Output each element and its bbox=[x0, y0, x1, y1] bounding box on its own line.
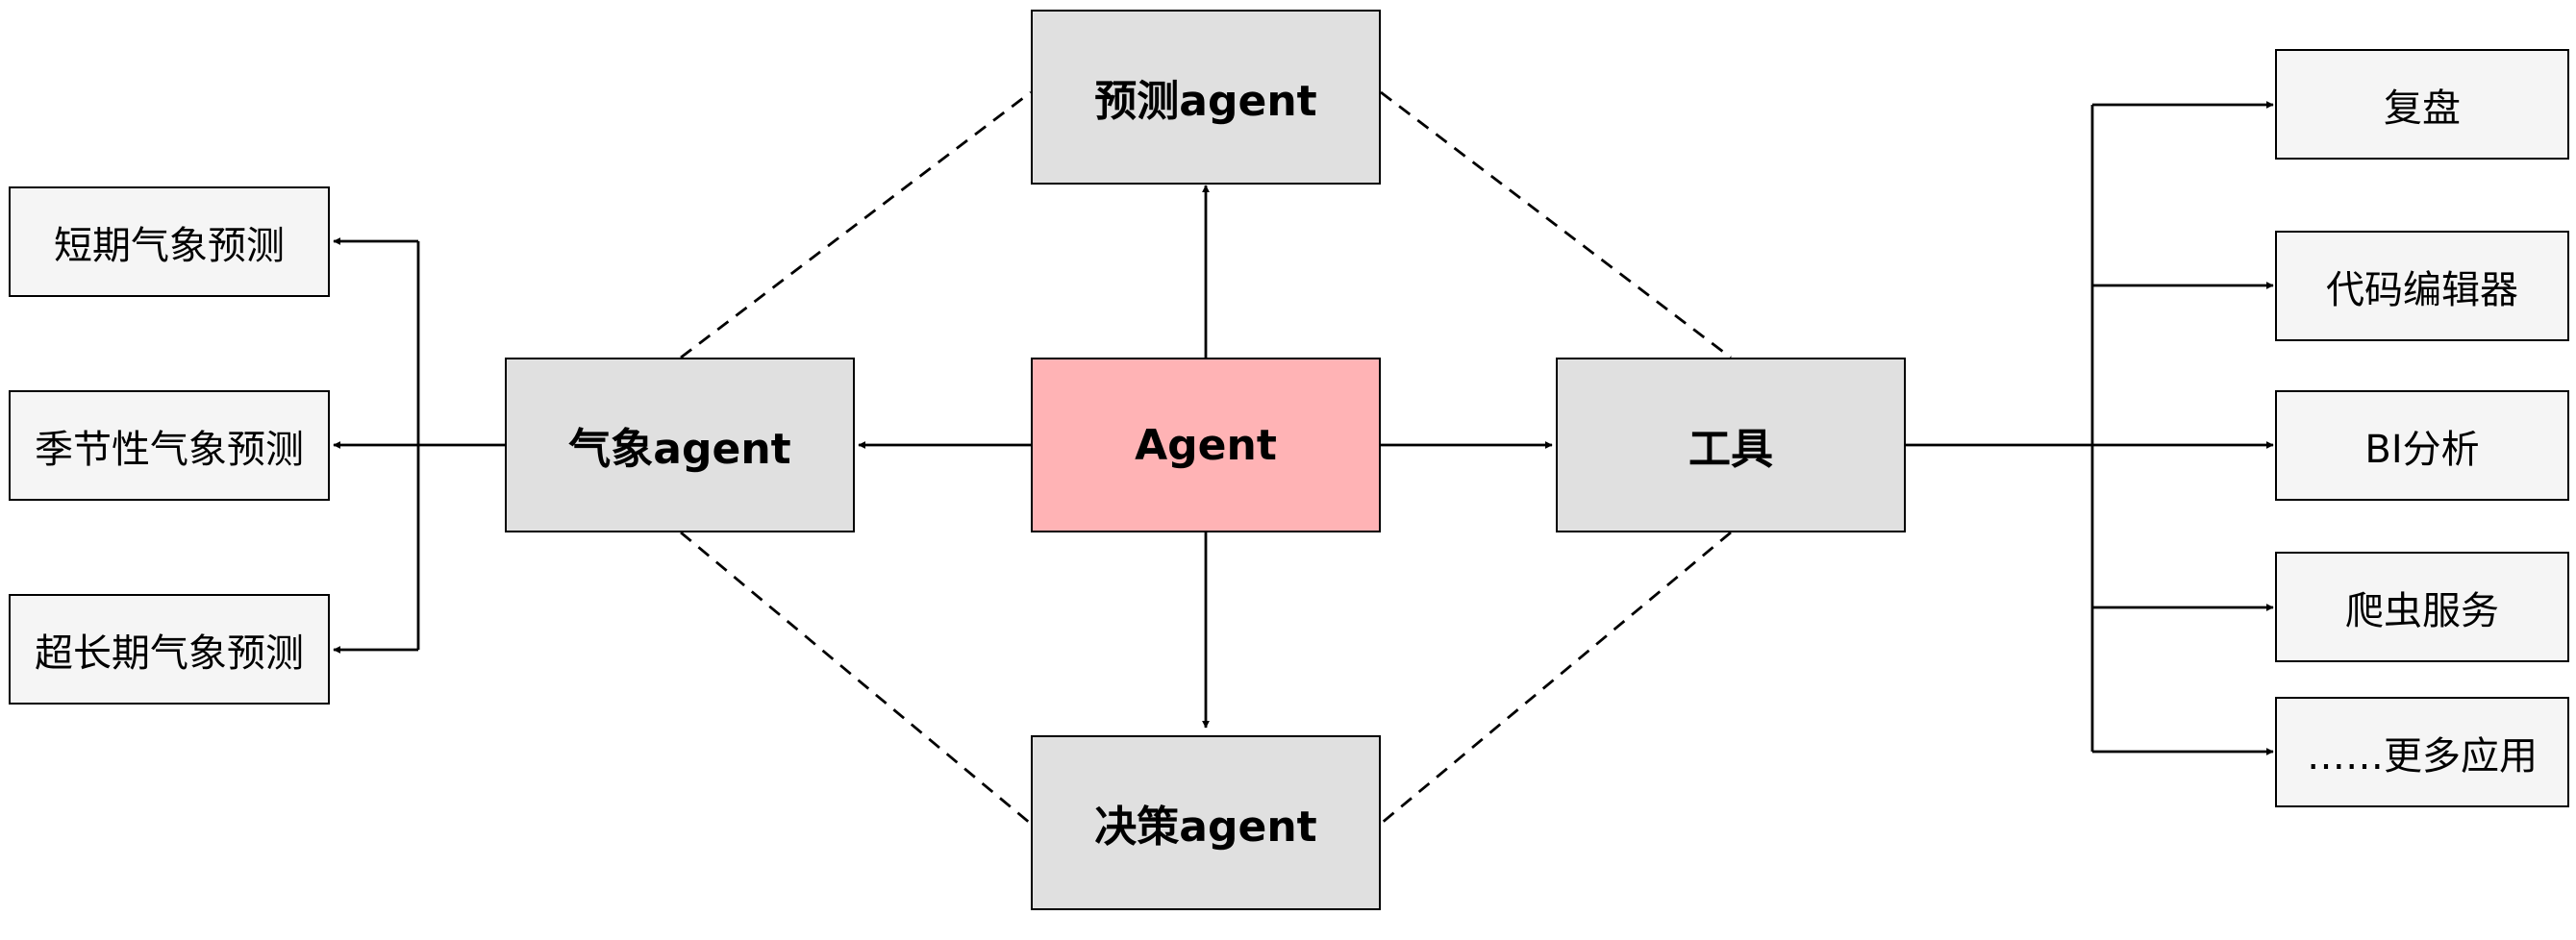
seasonal-weather-forecast-node[interactable]: 季节性气象预测 bbox=[9, 390, 330, 501]
decision-agent-node[interactable]: 决策agent bbox=[1031, 735, 1381, 910]
long-term-weather-forecast-node[interactable]: 超长期气象预测 bbox=[9, 594, 330, 705]
crawler-service-tool-node[interactable]: 爬虫服务 bbox=[2275, 552, 2569, 662]
tools-node[interactable]: 工具 bbox=[1556, 358, 1906, 532]
dashed-weather-forecast bbox=[680, 90, 1032, 359]
weather-agent-node[interactable]: 气象agent bbox=[505, 358, 855, 532]
bi-analysis-tool-node[interactable]: BI分析 bbox=[2275, 390, 2569, 501]
review-tool-node[interactable]: 复盘 bbox=[2275, 49, 2569, 160]
dashed-weather-decision bbox=[680, 531, 1032, 826]
more-apps-tool-node[interactable]: ……更多应用 bbox=[2275, 697, 2569, 807]
short-term-weather-forecast-node[interactable]: 短期气象预测 bbox=[9, 186, 330, 297]
code-editor-tool-node[interactable]: 代码编辑器 bbox=[2275, 231, 2569, 341]
agent-center-node[interactable]: Agent bbox=[1031, 358, 1381, 532]
forecast-agent-node[interactable]: 预测agent bbox=[1031, 10, 1381, 185]
dashed-forecast-tools bbox=[1380, 90, 1732, 359]
dashed-tools-decision bbox=[1380, 531, 1732, 826]
